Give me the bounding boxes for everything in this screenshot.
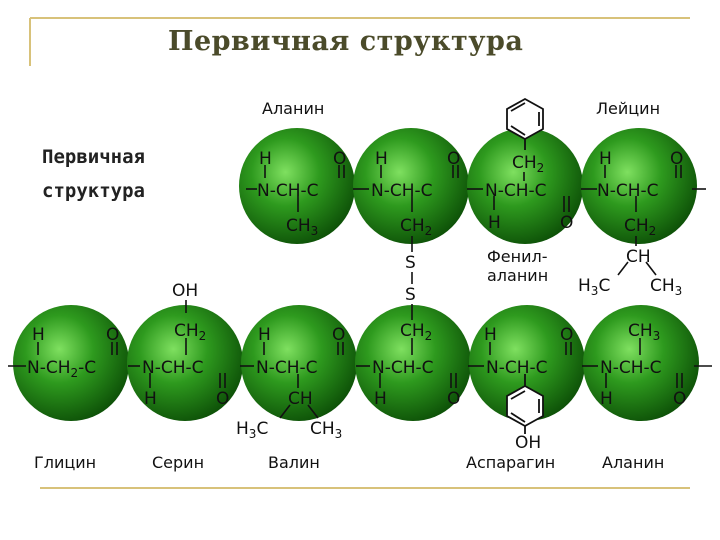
- side-chain-ch: CH: [626, 247, 651, 267]
- side-chain-ch: CH: [288, 389, 313, 409]
- label-phenylalanine-2: аланин: [487, 266, 548, 285]
- side-chain-oh: OH: [172, 281, 198, 301]
- label-asparagine: Аспарагин: [466, 453, 555, 472]
- atom-o: O: [106, 325, 119, 345]
- side-chain-ch2: CH2: [400, 216, 432, 238]
- backbone-text: N-CH-C: [485, 181, 547, 201]
- residue-sphere-bottom-4: [355, 305, 471, 421]
- side-chain-h3c: H3C: [236, 419, 268, 441]
- atom-o: O: [447, 389, 460, 409]
- label-valine: Валин: [268, 453, 320, 472]
- atom-h: H: [599, 149, 612, 169]
- side-chain-ch3: CH3: [628, 321, 660, 343]
- backbone-text: N-CH-C: [371, 181, 433, 201]
- top-chain-formula: [246, 165, 706, 276]
- side-chain-ch2: CH2: [624, 216, 656, 238]
- label-phenylalanine-1: Фенил-: [487, 247, 547, 266]
- atom-s: S: [405, 285, 416, 305]
- atom-h: H: [259, 149, 272, 169]
- bottom-chain-bonds: [8, 300, 712, 419]
- atom-h: H: [375, 149, 388, 169]
- side-chain-ch3: CH3: [286, 216, 318, 238]
- backbone-text: N-CH-C: [597, 181, 659, 201]
- benzene-ring-bottom-icon: [506, 374, 544, 434]
- label-serine: Серин: [152, 453, 204, 472]
- side-chain-h3c: H3C: [578, 276, 610, 298]
- backbone-text: N-CH-C: [256, 358, 318, 378]
- backbone-text: N-CH-C: [142, 358, 204, 378]
- atom-o: O: [560, 325, 573, 345]
- atom-s: S: [405, 253, 416, 273]
- atom-h: H: [484, 325, 497, 345]
- residue-sphere-top-2: [353, 128, 469, 244]
- side-label-line1: Первичная: [42, 146, 145, 168]
- side-chain-ch3: CH3: [650, 276, 682, 298]
- residue-sphere-top-3: [467, 128, 583, 244]
- atom-o: O: [332, 325, 345, 345]
- label-alanine-top: Аланин: [262, 99, 324, 118]
- atom-o: O: [447, 149, 460, 169]
- residue-sphere-bottom-1: [13, 305, 129, 421]
- atom-o: O: [670, 149, 683, 169]
- atom-o: O: [673, 389, 686, 409]
- side-label-line2: структура: [42, 180, 145, 202]
- side-chain-ch2: CH2: [512, 153, 544, 175]
- backbone-text: N-CH-C: [372, 358, 434, 378]
- residue-sphere-bottom-2: [127, 305, 243, 421]
- atom-o: O: [560, 213, 573, 233]
- residue-sphere-top-1: [239, 128, 355, 244]
- backbone-text: N-CH-C: [600, 358, 662, 378]
- atom-h: H: [258, 325, 271, 345]
- atom-h: H: [374, 389, 387, 409]
- residue-sphere-bottom-3: [241, 305, 357, 421]
- residue-sphere-bottom-5: [469, 305, 585, 421]
- residue-sphere-bottom-6: [583, 305, 699, 421]
- side-chain-oh: OH: [515, 433, 541, 453]
- backbone-text: N-CH-C: [257, 181, 319, 201]
- atom-h: H: [144, 389, 157, 409]
- side-label: Первичная структура: [42, 140, 145, 208]
- atom-h: H: [600, 389, 613, 409]
- label-glycine: Глицин: [34, 453, 96, 472]
- label-leucine-top: Лейцин: [596, 99, 660, 118]
- side-chain-ch2: CH2: [174, 321, 206, 343]
- atom-h: H: [32, 325, 45, 345]
- backbone-text: N-CH2-C: [27, 358, 96, 380]
- benzene-ring-icon: [506, 97, 544, 150]
- slide-title: Первичная структура: [168, 26, 524, 57]
- atom-h: H: [488, 213, 501, 233]
- backbone-text: N-CH-C: [486, 358, 548, 378]
- label-alanine-bottom: Аланин: [602, 453, 664, 472]
- atom-o: O: [333, 149, 346, 169]
- atom-o: O: [216, 389, 229, 409]
- residue-sphere-top-4: [581, 128, 697, 244]
- side-chain-ch3: CH3: [310, 419, 342, 441]
- side-chain-ch2: CH2: [400, 321, 432, 343]
